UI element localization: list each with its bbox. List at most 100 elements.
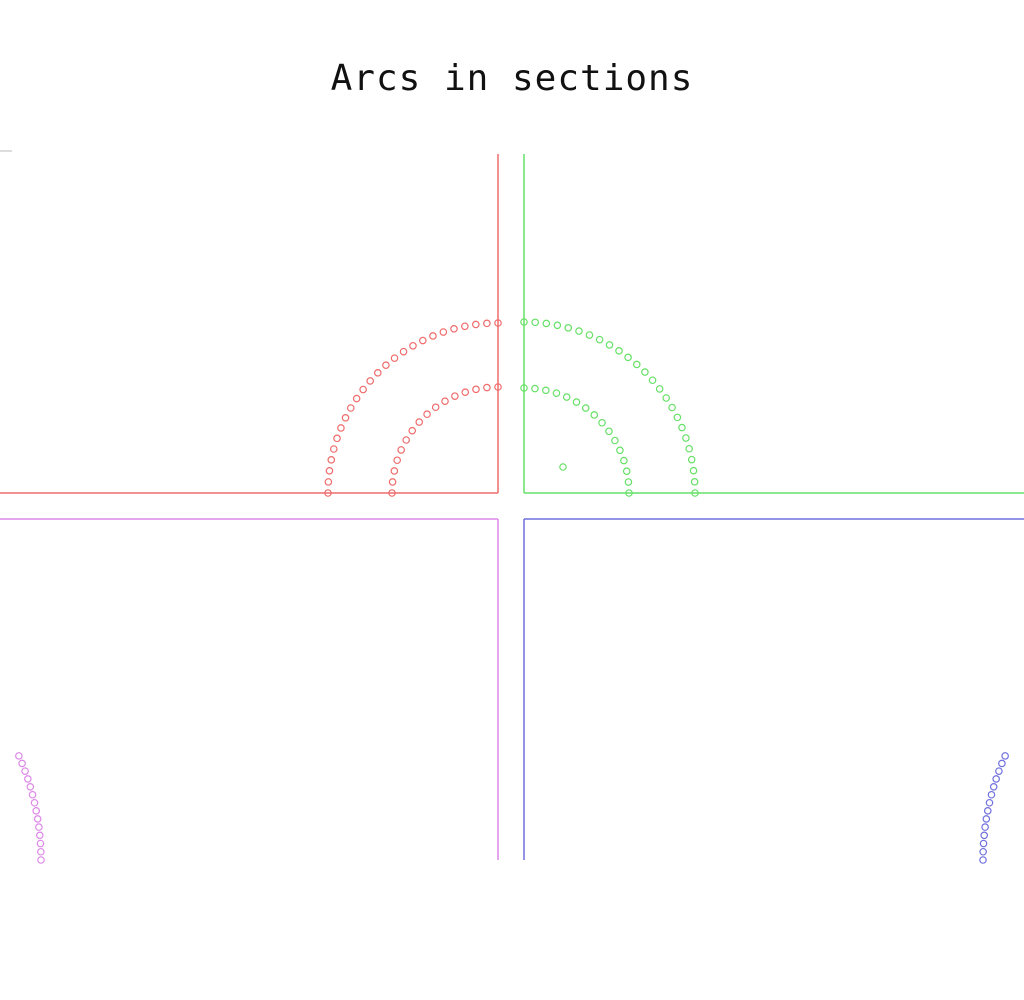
arc-point	[37, 847, 45, 856]
section-bottom-left	[0, 518, 499, 864]
arc-point	[673, 413, 682, 422]
arc-partial	[979, 752, 1009, 864]
arc-point	[995, 767, 1003, 775]
arc-point	[980, 831, 989, 840]
arc-point	[18, 759, 26, 768]
arc-point	[402, 436, 411, 444]
arc-point	[622, 467, 631, 475]
arc-point	[439, 328, 448, 336]
section-top-right	[520, 154, 1024, 497]
arc-point	[620, 456, 628, 465]
arc-point	[552, 389, 561, 397]
arc-point	[598, 418, 606, 427]
arc-point	[1001, 752, 1009, 760]
arc-point	[399, 347, 408, 356]
arc-point	[981, 823, 989, 831]
arc-point	[987, 790, 996, 799]
arc-point	[689, 466, 698, 475]
arc-point	[531, 318, 539, 327]
arc-point	[615, 347, 623, 355]
arc-point	[415, 418, 424, 426]
arc-point	[450, 324, 458, 333]
arc-point	[324, 489, 332, 497]
arc-partial	[15, 752, 45, 864]
arc-point	[520, 318, 528, 326]
arc-point	[979, 847, 987, 856]
arc-point	[575, 327, 583, 335]
section-bottom-right	[523, 518, 1024, 864]
arc-point	[28, 790, 37, 799]
arc-point	[15, 752, 23, 760]
arc-point	[625, 489, 633, 497]
arc-point	[35, 831, 44, 840]
section-top-left	[0, 154, 502, 497]
arc-point	[494, 319, 502, 327]
arc-point	[616, 446, 624, 455]
arc-point	[329, 445, 338, 453]
arc-point	[687, 455, 696, 464]
arc-point	[605, 341, 614, 349]
arc-point	[382, 361, 390, 369]
arc-point	[346, 404, 355, 412]
arc-point	[483, 319, 491, 328]
arc-point	[324, 478, 333, 486]
center-point	[559, 463, 567, 471]
arc-point	[341, 414, 350, 422]
arc-point	[373, 368, 382, 377]
arc-point	[611, 436, 619, 445]
arc-point	[542, 386, 550, 395]
arc-point	[390, 467, 399, 475]
arc-point	[690, 478, 699, 486]
arc-point	[655, 385, 664, 393]
arc-point	[553, 321, 562, 330]
arc-point	[37, 856, 45, 864]
arc-point	[542, 319, 551, 328]
arc-point	[691, 489, 699, 497]
arc-point	[585, 331, 594, 339]
arc-point	[982, 815, 991, 823]
arc-point	[393, 456, 401, 465]
arc-point	[531, 384, 539, 393]
arc-point	[992, 775, 1000, 783]
arc-point	[581, 404, 590, 412]
arc-point	[36, 839, 45, 848]
arc-point	[648, 376, 657, 385]
arc-point	[352, 394, 361, 403]
arc-point	[685, 444, 693, 453]
arc-point	[624, 353, 632, 362]
arc-point	[33, 815, 42, 823]
arc-point	[333, 434, 341, 443]
arc-outer	[324, 319, 502, 497]
arc-point	[979, 839, 988, 848]
page-title: Arcs in sections	[330, 58, 694, 99]
arc-point	[595, 335, 604, 344]
arc-point	[682, 434, 690, 442]
arc-point	[325, 467, 334, 475]
arc-point	[983, 807, 992, 815]
arc-point	[564, 324, 573, 332]
arc-point	[483, 383, 491, 392]
arc-point	[441, 397, 449, 406]
arc-point	[472, 320, 480, 329]
arc-point	[32, 807, 41, 815]
arc-point	[397, 446, 405, 454]
arc-point	[423, 410, 431, 419]
arc-point	[35, 823, 43, 831]
arc-point	[662, 394, 670, 402]
arc-point	[461, 388, 470, 396]
arc-point	[451, 392, 459, 400]
arc-point	[632, 360, 641, 369]
arc-point	[390, 354, 399, 362]
arc-inner	[520, 384, 633, 497]
arc-point	[431, 403, 440, 412]
arc-point	[472, 385, 480, 394]
arc-point	[21, 767, 29, 775]
arc-point	[419, 336, 427, 345]
arc-point	[409, 341, 417, 350]
arc-point	[494, 383, 502, 391]
arc-point	[388, 478, 397, 486]
arc-point	[520, 384, 528, 392]
arc-point	[605, 427, 613, 436]
arc-point	[985, 798, 994, 807]
arc-point	[388, 489, 396, 497]
